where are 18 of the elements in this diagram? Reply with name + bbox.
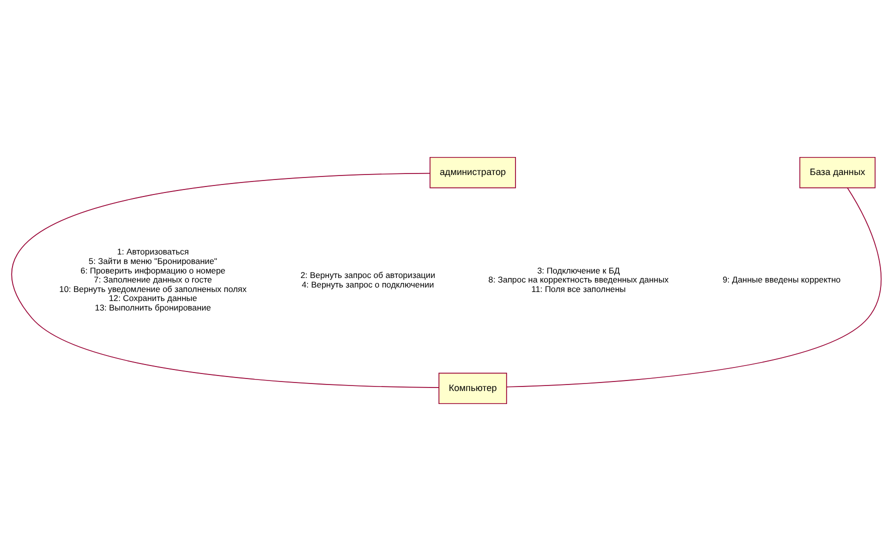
label: 10: Вернуть уведомление об заполненых полях — [59, 283, 247, 294]
label: 5: Зайти в меню "Бронирование" — [88, 256, 218, 266]
label: 3: Подключение к БД — [537, 264, 620, 275]
label: 7: Заполнение данных о госте — [94, 274, 212, 284]
label: 2: Вернуть запрос об авторизации — [300, 269, 436, 280]
label: 4: Вернуть запрос о подключении — [302, 278, 434, 289]
node-box: администратор — [430, 156, 516, 188]
label: 8: Запрос на корректность введенных данных — [488, 274, 669, 284]
connector — [506, 186, 882, 387]
node-box: База данных — [799, 156, 876, 188]
label: 6: Проверить информацию о номере — [80, 264, 226, 275]
label: 11: Поля все заполнены — [531, 283, 626, 294]
label: 9: Данные введены корректно — [722, 274, 841, 284]
label: 13: Выполнить бронирование — [94, 302, 211, 312]
label: 12: Сохранить данные — [108, 292, 198, 303]
label: 1: Авторизоваться — [117, 246, 189, 256]
connector — [13, 172, 440, 388]
node-box: Компьютер — [438, 372, 508, 404]
